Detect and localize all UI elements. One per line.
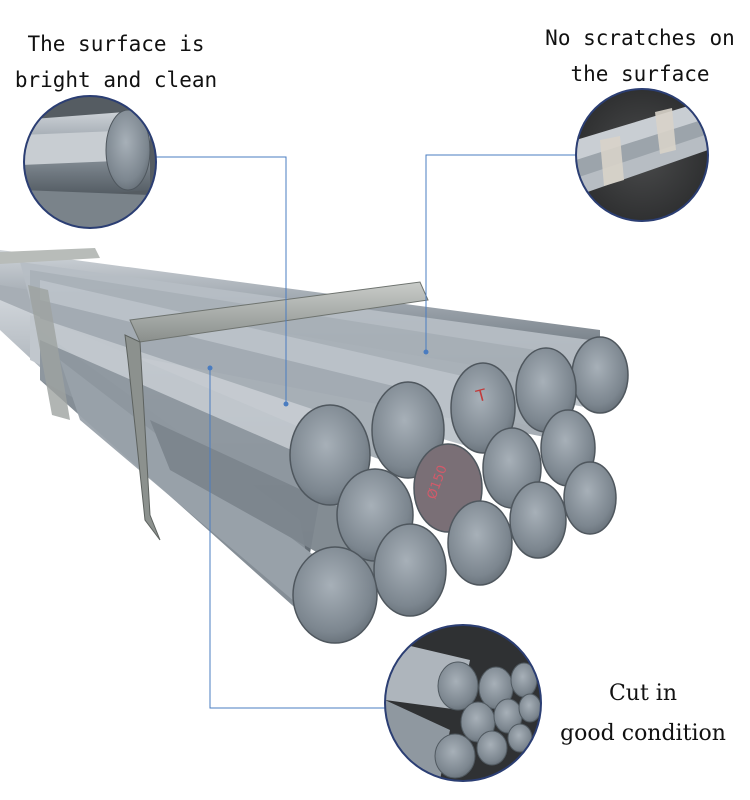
caption-line: The surface is	[27, 32, 205, 56]
inset-cut-ends	[384, 624, 542, 782]
caption-surface-bright-clean: The surface is bright and clean	[8, 26, 224, 98]
inset-surface-closeup	[23, 95, 157, 229]
bar-end-faces	[289, 336, 629, 644]
bar-bundle: T Ø150	[0, 248, 629, 644]
tag-t-marking: T	[473, 385, 489, 406]
caption-line: No scratches on	[545, 26, 735, 50]
caption-line: good condition	[560, 721, 726, 746]
connector-dot-top-right	[423, 349, 429, 355]
caption-cut-good-condition: Cut in good condition	[546, 674, 740, 754]
caption-line: the surface	[570, 62, 710, 86]
connector-bottom-right	[209, 368, 386, 709]
connector-top-right	[425, 154, 576, 352]
connector-top-left	[156, 156, 287, 402]
connector-dot-bottom	[207, 365, 213, 371]
callout-connector-lines	[156, 154, 576, 709]
inset-no-scratches	[575, 88, 709, 222]
steel-strap	[0, 248, 429, 541]
caption-line: bright and clean	[14, 68, 218, 92]
connector-dot-top-left	[283, 401, 289, 407]
bar-bodies	[20, 262, 600, 640]
caption-no-scratches: No scratches on the surface	[536, 20, 744, 92]
caption-line: Cut in	[608, 681, 678, 706]
